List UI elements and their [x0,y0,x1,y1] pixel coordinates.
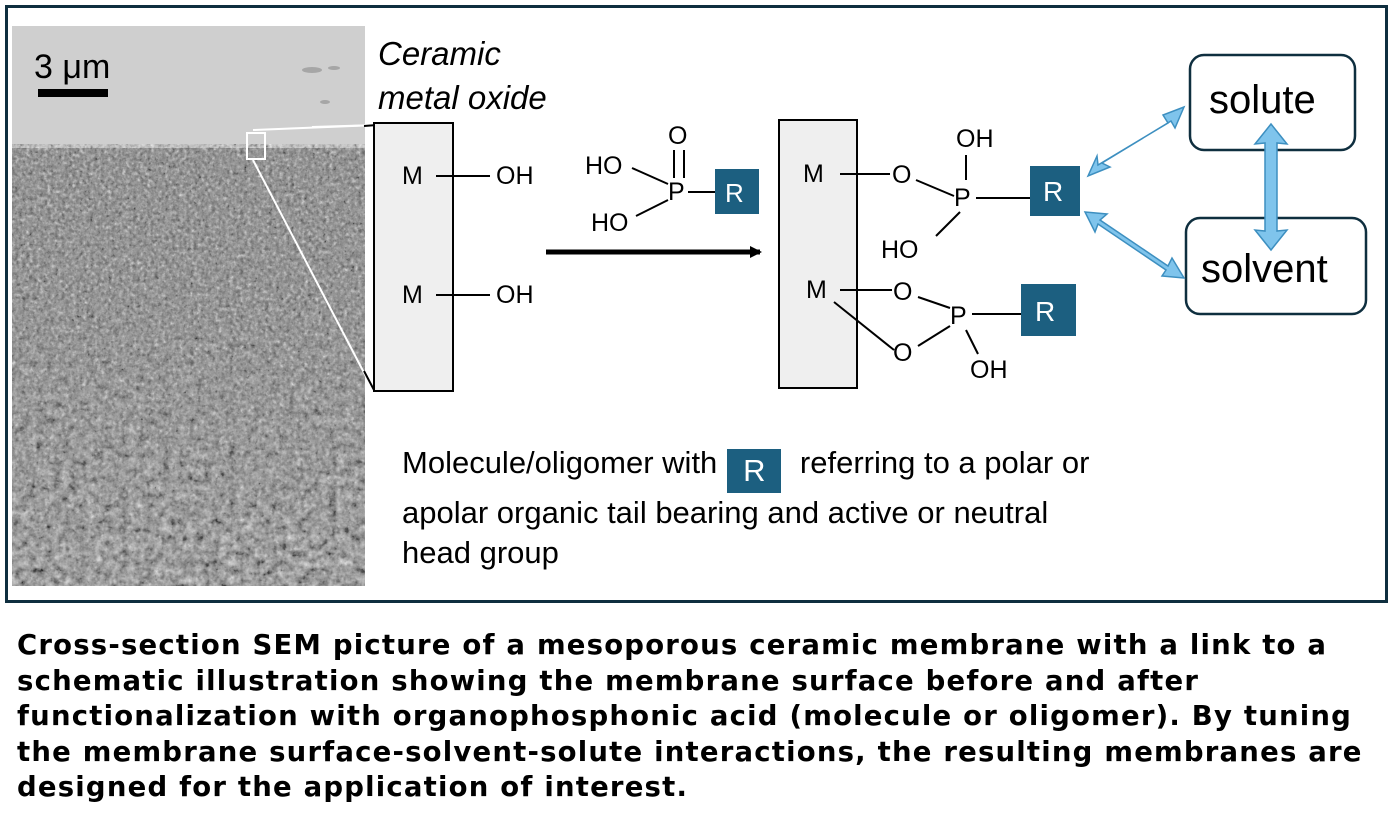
svg-text:O: O [892,161,911,189]
solute-label: solute [1209,78,1316,122]
interaction-arrow-solute-solvent [1253,122,1289,252]
svg-text:O: O [893,339,912,367]
metal-atom-4: M [806,276,827,304]
metal-atom-1: M [402,162,423,190]
scale-bar-label: 3 μm [34,48,111,86]
svg-text:O: O [668,122,687,150]
svg-text:P: P [954,184,971,212]
ceramic-metal-oxide-label: Ceramic metal oxide [378,35,547,116]
schematic-diagram: M OH M OH O HO P HO R M O P OH HO R M O … [252,53,1368,392]
phosphonic-acid-reagent: O HO P HO R [585,122,759,237]
hydroxyl-2: OH [496,281,534,309]
r-group-box-upper [1030,166,1080,216]
svg-text:R: R [1043,176,1063,207]
metal-atom-3: M [803,160,824,188]
r-group-box-lower [1021,284,1076,336]
svg-text:R: R [1035,296,1055,327]
svg-text:HO: HO [591,209,629,237]
zoom-line-bottom-outside [363,370,375,391]
svg-text:HO: HO [881,236,919,264]
svg-text:HO: HO [585,152,623,180]
interaction-arrow-r-solute [1086,105,1186,178]
metal-atom-2: M [402,281,423,309]
interaction-arrow-r-solvent [1083,211,1186,279]
surface-box-after [778,119,858,389]
surface-box-before [373,122,454,392]
figure-caption: Cross-section SEM picture of a mesoporou… [17,629,1363,803]
svg-text:OH: OH [956,125,994,153]
solvent-label: solvent [1201,247,1328,291]
r-group-legend-box: R [727,449,782,493]
zoom-line-bottom [252,159,374,391]
svg-text:R: R [725,178,744,208]
svg-text:P: P [950,302,967,330]
svg-text:OH: OH [970,356,1008,384]
scale-bar [38,89,108,97]
svg-text:O: O [893,278,912,306]
svg-text:P: P [668,178,685,206]
hydroxyl-1: OH [496,162,534,190]
r-group-box [715,169,759,214]
